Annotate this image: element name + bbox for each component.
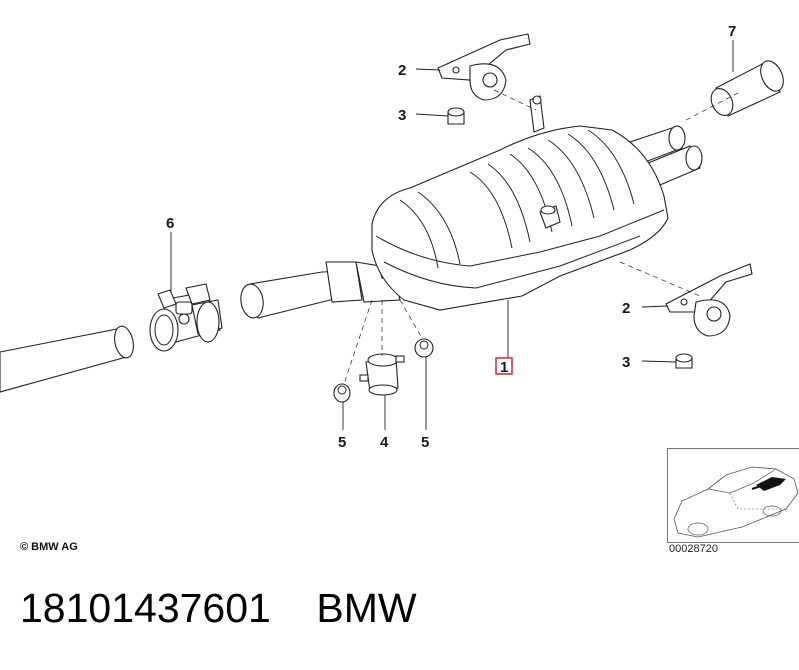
rubber-mount bbox=[359, 353, 405, 396]
assembly-lines bbox=[343, 89, 741, 385]
copyright-text: © BMW AG bbox=[20, 541, 78, 553]
rubber-nut-right bbox=[675, 353, 693, 369]
callout-3-right[interactable]: 3 bbox=[622, 354, 630, 371]
hanger-bracket-top bbox=[437, 33, 531, 101]
nut-left bbox=[333, 383, 351, 403]
callout-5-left[interactable]: 5 bbox=[338, 434, 346, 451]
image-number: 00028720 bbox=[669, 543, 718, 555]
rubber-nut-top bbox=[447, 107, 465, 125]
vehicle-location-thumbnail bbox=[667, 448, 799, 543]
callout-2-right[interactable]: 2 bbox=[622, 300, 630, 317]
callout-7[interactable]: 7 bbox=[728, 23, 736, 40]
front-pipe bbox=[0, 325, 134, 393]
nut-right bbox=[414, 338, 434, 358]
callout-1[interactable]: 1 bbox=[500, 359, 508, 376]
part-number-title: 18101437601 BMW bbox=[20, 585, 417, 631]
leader-lines bbox=[170, 40, 734, 430]
callout-6[interactable]: 6 bbox=[166, 215, 174, 232]
hanger-bracket-right bbox=[665, 263, 753, 337]
car-outline-icon bbox=[673, 466, 799, 538]
callout-5-right[interactable]: 5 bbox=[421, 434, 429, 451]
rear-silencer bbox=[371, 95, 703, 311]
pipe-clamp bbox=[149, 283, 223, 352]
callout-2-top[interactable]: 2 bbox=[398, 62, 406, 79]
inlet-pipe bbox=[240, 261, 401, 319]
tailpipe-trim bbox=[710, 60, 784, 117]
callout-1-highlight bbox=[495, 357, 513, 375]
callout-3-top[interactable]: 3 bbox=[398, 107, 406, 124]
callouts: 2 3 7 6 2 3 1 5 4 5 bbox=[166, 23, 736, 451]
callout-4[interactable]: 4 bbox=[380, 434, 389, 451]
